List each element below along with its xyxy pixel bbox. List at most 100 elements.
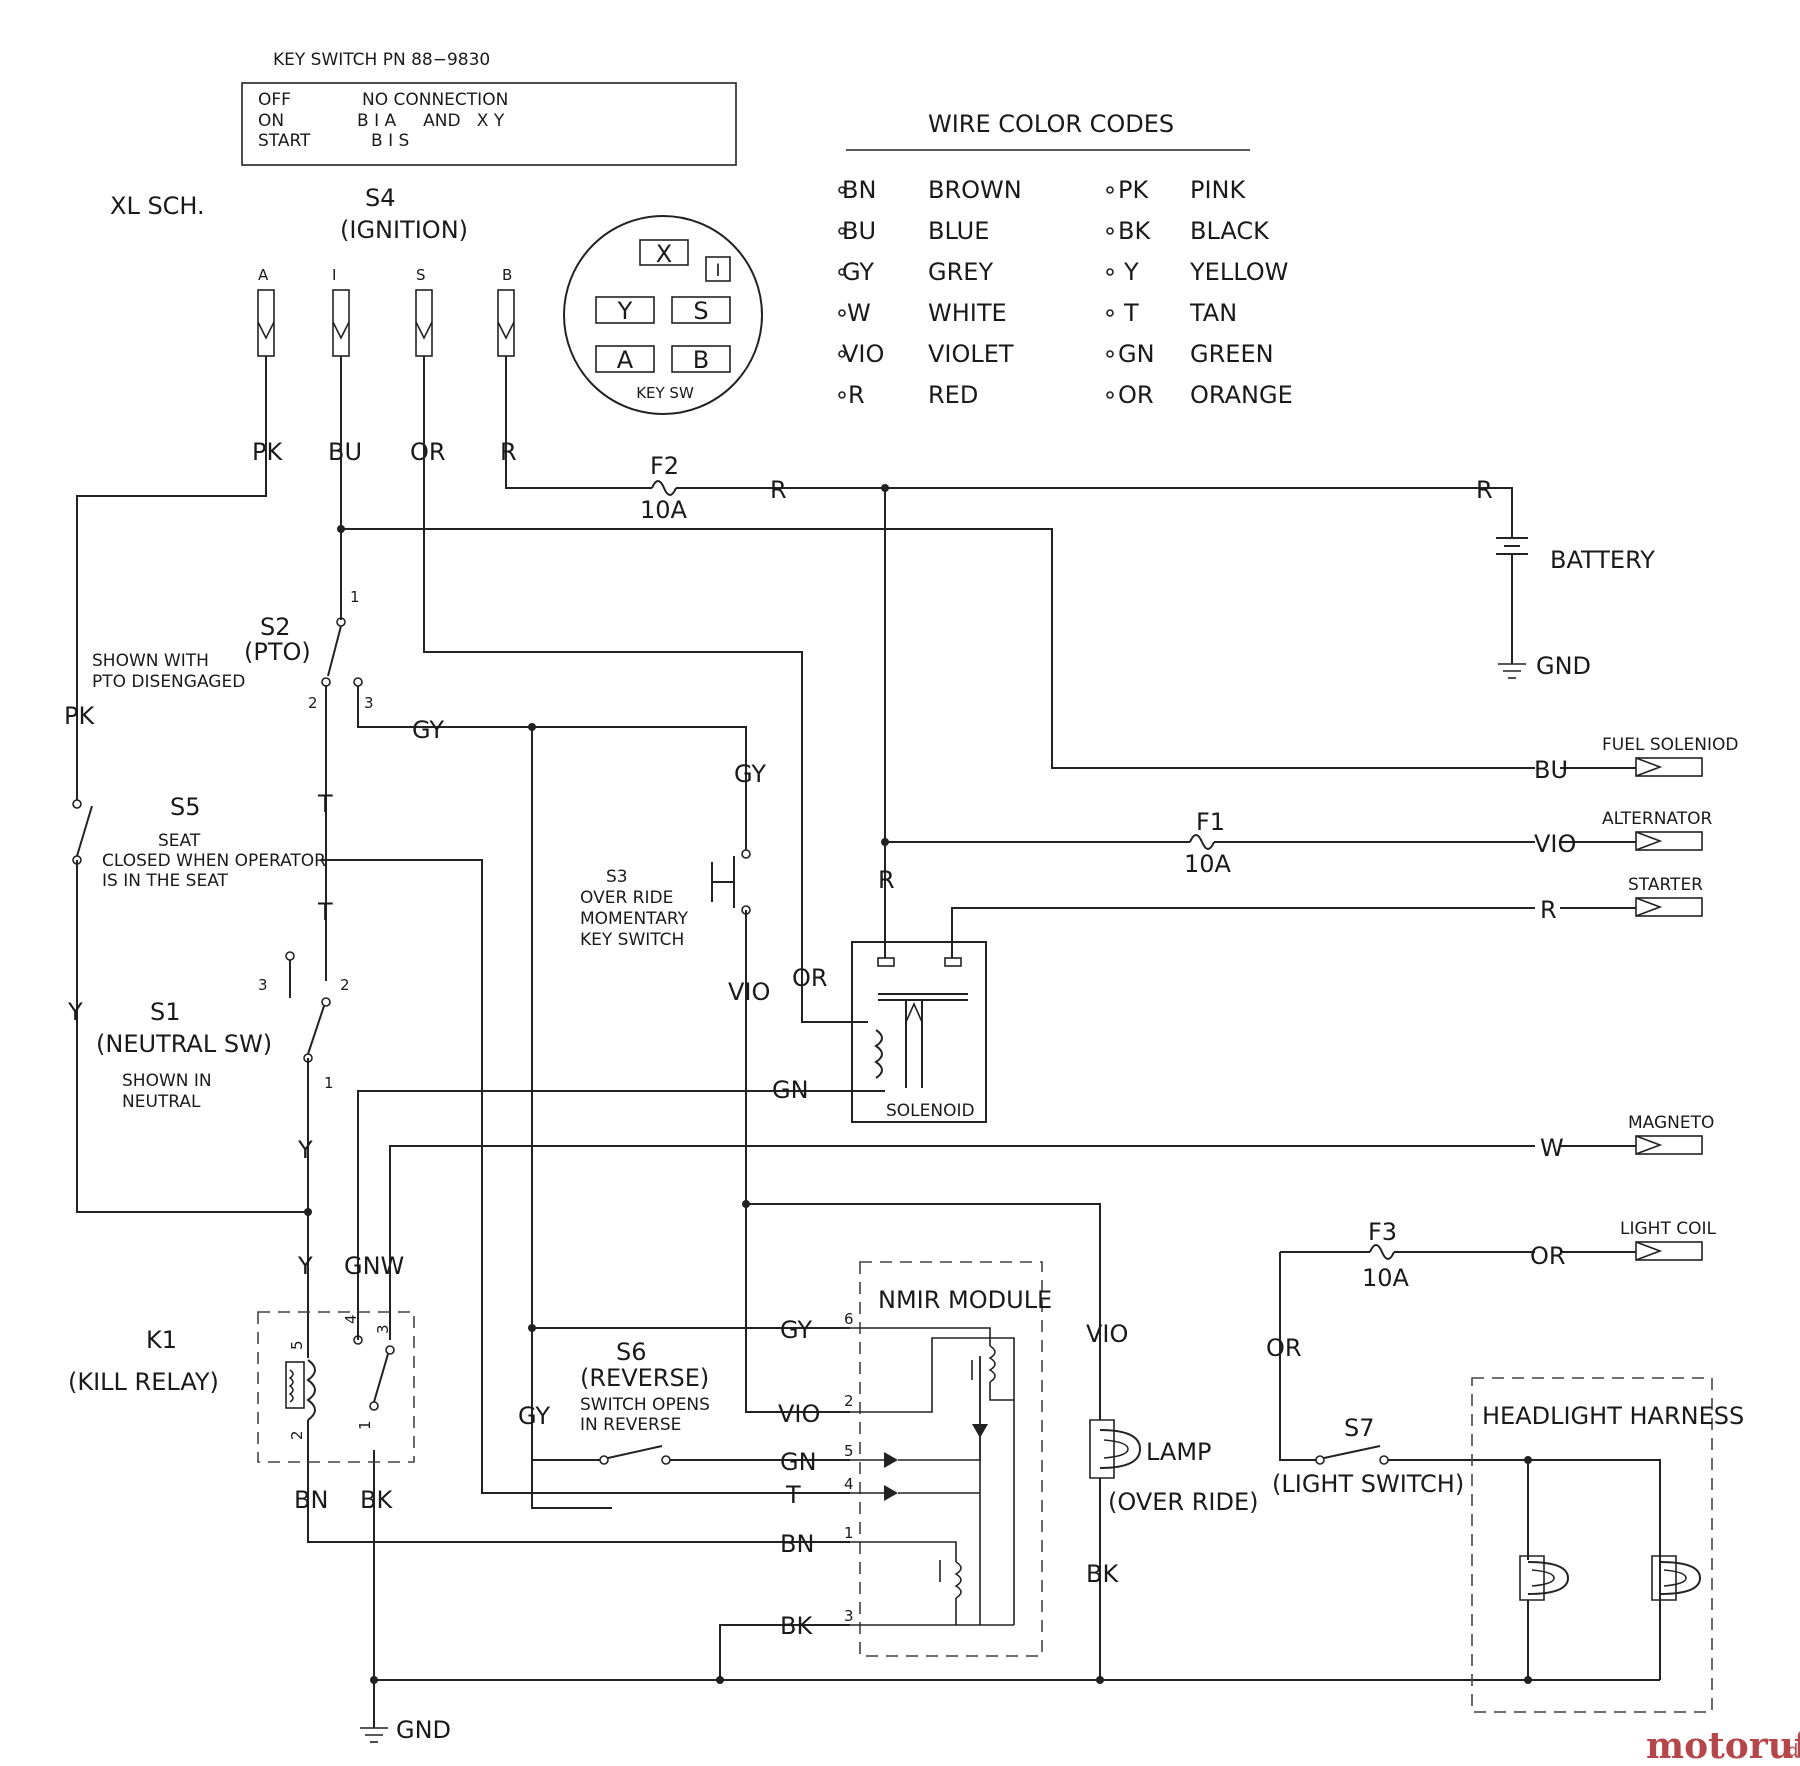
legend-code-bu: BU [842,217,876,245]
headlight-title: HEADLIGHT HARNESS [1482,1402,1744,1430]
nmir-module: NMIR MODULE 6 2 5 4 1 3 [844,1261,1052,1657]
ks-row-start-conn: B I S [371,131,409,151]
key-switch-table: KEY SWITCH PN 88−9830 OFF NO CONNECTION … [241,50,737,166]
s4-wire-r: R [500,438,517,466]
key-face-a: A [617,346,634,374]
wire-label-bk-nmir: BK [780,1612,813,1640]
s6-note2: IN REVERSE [580,1415,681,1435]
wire-label-pk-s5: PK [64,702,95,730]
s1-note1: SHOWN IN [122,1071,212,1091]
wire-label-r-f2: R [770,476,787,504]
wire-labels: R R PK GY GY BU VIO R R T T OR VIO Y GN … [64,476,1576,1640]
wire-color-legend: WIRE COLOR CODES BN BROWN BU BLUE GY GRE… [838,110,1293,409]
k1-pin3: 3 [374,1324,392,1334]
wire-label-t-upper: T [317,790,333,818]
battery-ground: GND [1498,652,1591,680]
wire-label-r-battery: R [1476,476,1493,504]
s2-note2: PTO DISENGAGED [92,672,245,692]
fuse-f2: F2 10A [640,452,688,524]
f2-id: F2 [650,452,679,480]
s1-id: S1 [150,998,181,1026]
legend-code-pk: PK [1118,176,1149,204]
s1-pin2: 2 [340,976,350,994]
nmir-pin1: 1 [844,1524,854,1542]
s5-note1: CLOSED WHEN OPERATOR [102,851,326,871]
wire-label-t-lower: T [317,898,333,926]
s3-override-switch: S3 OVER RIDE MOMENTARY KEY SWITCH [580,849,751,950]
legend-name-bn: BROWN [928,176,1022,204]
nmir-pin2: 2 [844,1392,854,1410]
wire-label-t-nmir: T [785,1481,801,1509]
nmir-pin5: 5 [844,1442,854,1460]
key-face-y: Y [617,297,633,325]
fuse-f1: F1 10A [1184,808,1232,878]
s5-seat-switch: S5 SEAT CLOSED WHEN OPERATOR IS IN THE S… [72,793,326,891]
s5-name: SEAT [158,831,201,851]
wire-label-gy-s6: GY [518,1402,550,1430]
legend-name-bu: BLUE [928,217,989,245]
key-face-x: X [656,240,672,268]
nmir-pin6: 6 [844,1310,854,1328]
wire-label-gy-nmir: GY [780,1316,812,1344]
schematic-title: XL SCH. [110,192,205,220]
connector-light-coil: LIGHT COIL [1620,1219,1716,1239]
s2-name: (PTO) [244,638,311,666]
wire-label-vio-alt: VIO [1534,830,1576,858]
legend-name-gn: GREEN [1190,340,1274,368]
legend-name-r: RED [928,381,978,409]
ks-row-start-state: START [258,131,311,151]
legend-name-y: YELLOW [1189,258,1288,286]
wire-label-gn-nmir: GN [780,1448,817,1476]
s1-pin1: 1 [324,1074,334,1092]
starter-solenoid: SOLENOID [851,941,987,1123]
legend-name-w: WHITE [928,299,1007,327]
nmir-title: NMIR MODULE [878,1286,1052,1314]
s7-id: S7 [1344,1414,1375,1442]
legend-code-w: W [847,299,871,327]
battery-label: BATTERY [1550,546,1655,574]
f2-rating: 10A [640,496,688,524]
s2-pin3: 3 [364,694,374,712]
fuse-f3: F3 10A [1362,1218,1410,1292]
key-face-i: I [715,261,720,281]
legend-title: WIRE COLOR CODES [928,110,1174,138]
s2-note1: SHOWN WITH [92,651,209,671]
legend-code-or: OR [1118,381,1154,409]
headlight-lamp-right [1651,1555,1702,1601]
s4-wire-bu: BU [328,438,362,466]
wire-label-r-starter: R [1540,896,1557,924]
s2-pin1: 1 [350,588,360,606]
wire-label-w-magneto: W [1540,1134,1564,1162]
wire-label-r-solenoid: R [878,866,895,894]
legend-code-r: R [848,381,865,409]
wire-label-vio-nmir: VIO [778,1400,820,1428]
ks-row-on-state: ON [258,111,284,131]
legend-code-vio: VIO [842,340,884,368]
main-gnd-label: GND [396,1716,451,1744]
s2-pin2: 2 [308,694,318,712]
connector-starter: STARTER [1628,875,1703,895]
watermark-tld: .de [1782,1741,1800,1761]
s2-id: S2 [260,613,291,641]
legend-code-bk: BK [1118,217,1151,245]
k1-id: K1 [146,1326,177,1354]
nmir-pin4: 4 [844,1475,854,1493]
nmir-pin3: 3 [844,1607,854,1625]
key-face-s: S [693,297,708,325]
s6-id: S6 [616,1338,647,1366]
s4-name: (IGNITION) [340,216,468,244]
s7-name: (LIGHT SWITCH) [1272,1470,1464,1498]
f1-rating: 10A [1184,850,1232,878]
s1-note2: NEUTRAL [122,1092,201,1112]
s4-id: S4 [365,184,396,212]
ks-row-off-state: OFF [258,90,291,110]
wire-label-bn-k1: BN [294,1486,328,1514]
battery: BATTERY [1496,537,1655,574]
k1-pin5: 5 [288,1340,306,1350]
wires [76,356,1661,1728]
k1-pin2: 2 [288,1430,306,1440]
connector-alternator: ALTERNATOR [1602,809,1712,829]
wire-label-gy-s3: GY [734,760,766,788]
key-switch-pn: KEY SWITCH PN 88−9830 [273,50,490,70]
legend-name-bk: BLACK [1190,217,1270,245]
